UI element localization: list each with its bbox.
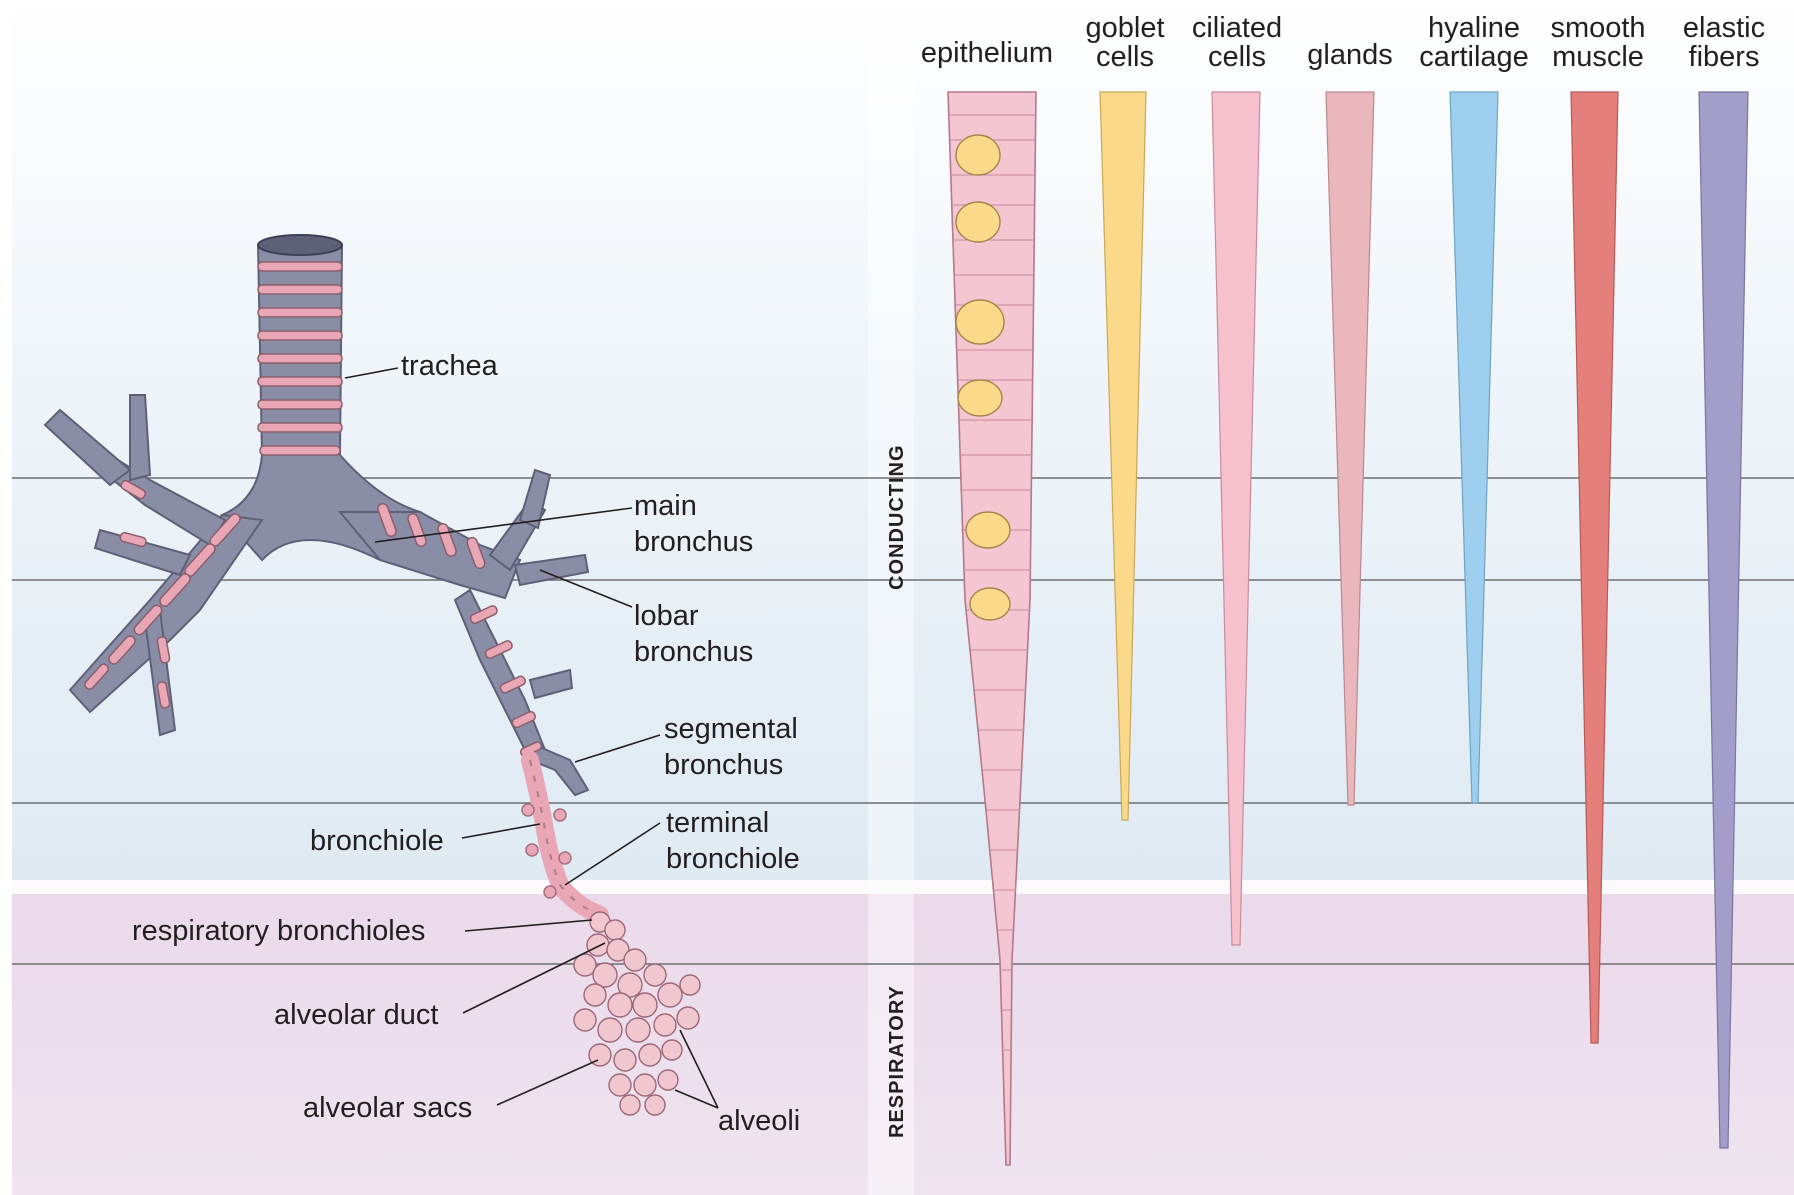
label-lobar-bronchus-line1: lobar	[634, 600, 699, 632]
header-muscle-line1: smooth	[1550, 12, 1645, 44]
label-main-bronchus-line2: bronchus	[634, 526, 753, 558]
header-glands: glands	[1307, 39, 1392, 71]
label-segmental-bronchus-line1: segmental	[664, 713, 798, 745]
label-terminal-bronchiole-line2: bronchiole	[666, 843, 800, 875]
trachea-rings	[258, 262, 342, 455]
zone-label-respiratory: RESPIRATORY	[886, 985, 908, 1138]
header-goblet-line2: cells	[1096, 41, 1154, 73]
header-ciliated-line2: cells	[1208, 41, 1266, 73]
header-muscle-line2: muscle	[1552, 41, 1644, 73]
label-main-bronchus-line1: main	[634, 490, 697, 522]
label-bronchiole: bronchiole	[310, 825, 444, 857]
label-terminal-bronchiole-line1: terminal	[666, 807, 769, 839]
header-goblet-line1: goblet	[1085, 12, 1164, 44]
label-segmental-bronchus-line2: bronchus	[664, 749, 783, 781]
header-elastic-line2: fibers	[1689, 41, 1760, 73]
header-elastic-line1: elastic	[1683, 12, 1765, 44]
trachea-opening	[258, 235, 342, 255]
label-respiratory-bronchioles: respiratory bronchioles	[132, 915, 425, 947]
label-alveoli: alveoli	[718, 1105, 800, 1137]
header-epithelium: epithelium	[921, 37, 1053, 69]
header-cartilage-line2: cartilage	[1419, 41, 1529, 73]
label-trachea: trachea	[401, 350, 499, 382]
label-lobar-bronchus-line2: bronchus	[634, 636, 753, 668]
label-alveolar-sacs: alveolar sacs	[303, 1092, 472, 1124]
header-ciliated-line1: ciliated	[1192, 12, 1282, 44]
label-alveolar-duct: alveolar duct	[274, 999, 438, 1031]
header-cartilage-line1: hyaline	[1428, 12, 1520, 44]
zone-label-conducting: CONDUCTING	[886, 444, 908, 590]
